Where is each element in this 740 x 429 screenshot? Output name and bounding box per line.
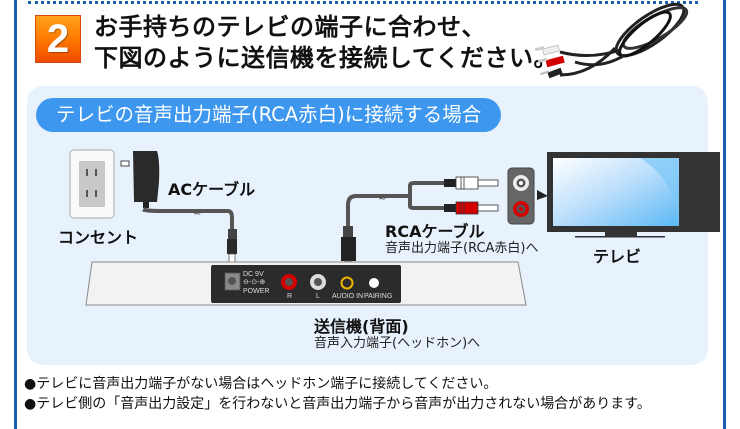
tv-label: テレビ <box>593 247 642 266</box>
rca-cable-sublabel: 音声出力端子(RCA赤白)へ <box>385 241 539 256</box>
rca-cable-red-branch <box>408 196 447 210</box>
port-label-audio-in: AUDIO IN <box>332 293 363 300</box>
cable-break-mark-rca: ≈ <box>378 193 386 204</box>
transmitter-label: 送信機(背面) <box>314 317 409 336</box>
port-label-power: POWER <box>243 288 269 295</box>
tv-rca-output-jacks <box>507 167 548 225</box>
section-title-pill: テレビの音声出力端子(RCA赤白)に接続する場合 <box>36 98 502 132</box>
port-label-l: L <box>316 293 320 300</box>
port-label-r: R <box>287 293 292 300</box>
wall-outlet-icon <box>69 149 115 219</box>
dc-plug <box>228 229 237 239</box>
note-item: ●テレビに音声出力端子がない場合はヘッドホン端子に接続してください。 <box>24 376 498 392</box>
rca-cable-white-branch <box>408 181 447 196</box>
rca-cable-main <box>346 194 412 240</box>
ac-cable-label: ACケーブル <box>168 180 256 199</box>
port-label-pairing: PAIRING <box>364 293 392 300</box>
notes-list: ●テレビに音声出力端子がない場合はヘッドホン端子に接続してください。 ●テレビ側… <box>24 374 651 414</box>
transmitter-sublabel: 音声入力端子(ヘッドホン)へ <box>314 336 481 351</box>
port-label-dc: DC 9V <box>243 271 264 278</box>
transmitter-device <box>85 261 527 306</box>
note-item: ●テレビ側の「音声出力設定」を行わないと音声出力端子から音声が出力されない場合が… <box>24 396 651 412</box>
frame-right-border <box>723 0 726 429</box>
outlet-label: コンセント <box>58 228 139 247</box>
step-heading: お手持ちのテレビの端子に合わせ、 下図のように送信機を接続してください。 <box>94 12 558 74</box>
cable-break-mark-ac: ≈ <box>193 208 201 219</box>
ac-cable <box>142 207 234 230</box>
dotted-divider <box>28 1 698 4</box>
step-number-badge: 2 <box>35 15 81 63</box>
rca-red-plug <box>444 201 499 215</box>
rca-white-plug <box>444 176 499 190</box>
ac-adapter-icon <box>120 151 160 208</box>
port-label-polarity: ⊖-⊙-⊕ <box>243 279 265 286</box>
step-heading-line2: 下図のように送信機を接続してください。 <box>94 44 559 72</box>
rca-cable-label: RCAケーブル <box>385 222 485 241</box>
step-heading-line1: お手持ちのテレビの端子に合わせ、 <box>94 13 486 41</box>
tv-icon <box>547 152 720 238</box>
frame-left-border <box>14 0 17 429</box>
